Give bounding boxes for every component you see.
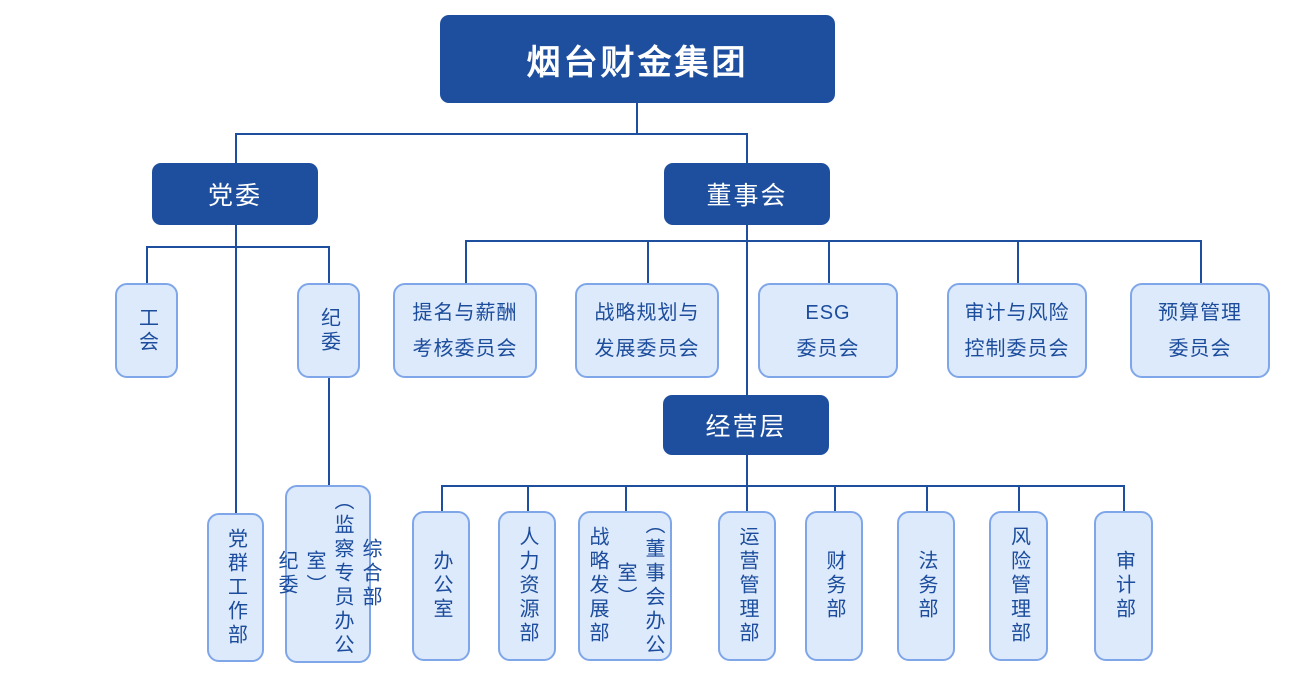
org-node-esg-committee: ESG 委员会	[758, 283, 898, 378]
org-node-legal-dept-label: 法务部	[915, 550, 937, 622]
org-node-audit-dept-label: 审计部	[1112, 550, 1135, 622]
org-node-general-discipline-dept: 综合部 （监察专员办公室） 纪委	[275, 485, 381, 663]
connector-union-drop	[146, 246, 148, 283]
org-node-office-label: 办公室	[430, 550, 452, 622]
connector-nomination-drop	[465, 240, 467, 283]
org-node-party-committee: 党委	[152, 163, 318, 225]
connector-hr-drop	[527, 485, 529, 511]
org-node-board-label: 董事会	[706, 182, 788, 210]
org-node-audit-dept: 审计部	[1094, 511, 1153, 661]
connector-finance-drop	[834, 485, 836, 511]
connector-committees-hline	[465, 240, 1200, 242]
org-node-root: 烟台财金集团	[440, 15, 835, 103]
org-node-office: 办公室	[412, 511, 470, 661]
org-node-discipline-committee-label: 纪委	[317, 306, 340, 355]
org-node-hr-dept-label: 人力资源部	[516, 526, 538, 646]
org-node-strategy-committee-label: 战略规划与 发展委员会	[594, 301, 700, 360]
org-node-esg-committee-label: ESG 委员会	[796, 301, 860, 360]
org-node-risk-dept-label: 风险管理部	[1007, 526, 1030, 646]
org-node-budget-committee: 预算管理 委员会	[1130, 283, 1270, 378]
connector-discipline-drop	[328, 246, 330, 283]
connector-level1-hline	[235, 133, 747, 135]
connector-board-drop	[746, 133, 748, 163]
org-node-operations-dept: 运营管理部	[718, 511, 776, 661]
org-node-legal-dept: 法务部	[897, 511, 955, 661]
org-node-hr-dept: 人力资源部	[498, 511, 556, 661]
org-node-management-layer: 经营层	[663, 395, 829, 455]
connector-strategy-drop	[647, 240, 649, 283]
org-node-audit-risk-committee: 审计与风险 控制委员会	[947, 283, 1087, 378]
org-node-audit-risk-committee-label: 审计与风险 控制委员会	[964, 301, 1070, 360]
connector-departments-hline	[441, 485, 1123, 487]
connector-root-down	[636, 103, 638, 133]
connector-board-trunk	[746, 225, 748, 395]
connector-strategydev-drop	[625, 485, 627, 511]
org-node-party-committee-label: 党委	[207, 182, 262, 210]
connector-discipline-to-general	[328, 378, 330, 485]
org-node-finance-dept-label: 财务部	[823, 550, 845, 622]
connector-party-trunk	[235, 225, 237, 513]
org-node-labor-union: 工会	[115, 283, 178, 378]
org-node-board: 董事会	[664, 163, 830, 225]
org-node-management-layer-label: 经营层	[705, 413, 787, 441]
org-node-nomination-committee: 提名与薪酬 考核委员会	[393, 283, 537, 378]
connector-budget-drop	[1200, 240, 1202, 283]
org-node-party-affairs-dept: 党群工作部	[207, 513, 264, 662]
connector-management-trunk	[746, 455, 748, 511]
org-node-nomination-committee-label: 提名与薪酬 考核委员会	[412, 301, 518, 360]
org-node-party-affairs-dept-label: 党群工作部	[224, 527, 247, 648]
connector-audit-drop	[1123, 485, 1125, 511]
org-node-root-label: 烟台财金集团	[526, 43, 749, 82]
org-node-labor-union-label: 工会	[135, 306, 158, 355]
org-node-discipline-committee: 纪委	[297, 283, 360, 378]
connector-legal-drop	[926, 485, 928, 511]
connector-risk-drop	[1018, 485, 1020, 511]
connector-auditrisk-drop	[1017, 240, 1019, 283]
org-node-budget-committee-label: 预算管理 委员会	[1158, 301, 1242, 360]
org-node-general-discipline-dept-label: 综合部 （监察专员办公室） 纪委	[275, 490, 381, 658]
org-node-strategy-committee: 战略规划与 发展委员会	[575, 283, 719, 378]
org-node-risk-dept: 风险管理部	[989, 511, 1048, 661]
org-node-strategy-dev-dept-label: （董事会办公室） 战略发展部	[586, 514, 664, 658]
org-node-strategy-dev-dept: （董事会办公室） 战略发展部	[578, 511, 672, 661]
connector-party-children-hline	[146, 246, 329, 248]
connector-office-drop	[441, 485, 443, 511]
connector-party-drop	[235, 133, 237, 163]
org-node-finance-dept: 财务部	[805, 511, 863, 661]
org-node-operations-dept-label: 运营管理部	[736, 526, 758, 646]
connector-esg-drop	[828, 240, 830, 283]
